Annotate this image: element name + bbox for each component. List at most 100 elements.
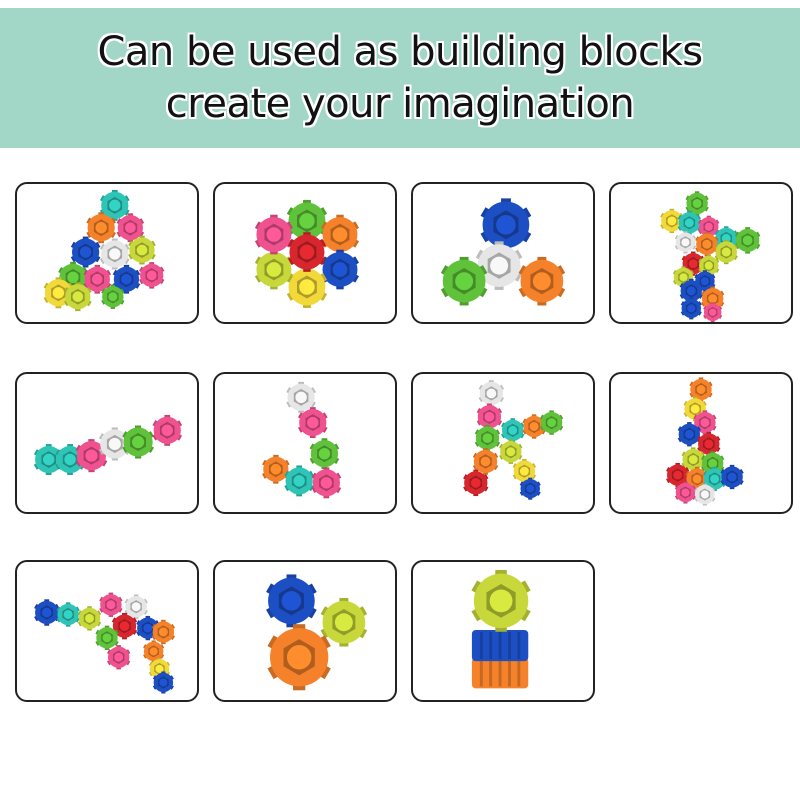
block-piece (677, 422, 701, 447)
flower-arrangement-image (254, 199, 360, 309)
gun-arrangement-image (34, 592, 176, 694)
card-spinner-arrangement (411, 182, 595, 324)
block-piece (262, 454, 290, 484)
block-piece (518, 256, 566, 306)
block-piece (254, 249, 293, 290)
block-piece (519, 477, 541, 500)
spinner-arrangement-image (440, 198, 566, 306)
block-piece (440, 256, 488, 306)
block-piece (677, 210, 701, 236)
stacked-tower-arrangement-image (471, 569, 531, 689)
block-piece (320, 597, 368, 647)
block-piece (124, 594, 148, 619)
block-piece (703, 302, 723, 322)
snake-arrangement-image (33, 414, 183, 475)
block-piece (499, 439, 523, 464)
block-piece (287, 232, 326, 272)
triangle-arrangement-image (43, 189, 165, 312)
block-piece (695, 232, 719, 257)
block-piece (99, 238, 130, 270)
block-piece (267, 624, 331, 691)
card-stacked-tower-arrangement (411, 560, 595, 702)
block-piece (112, 264, 141, 294)
card-tree-arrangement (609, 372, 793, 514)
card-gun-arrangement (15, 560, 199, 702)
block-piece (478, 380, 504, 407)
block-piece (697, 431, 721, 457)
block-piece (471, 630, 529, 662)
block-piece (734, 227, 761, 254)
block-piece (139, 262, 165, 289)
header-banner: Can be used as building blocks create yo… (0, 8, 800, 148)
block-piece (311, 467, 342, 499)
block-piece (471, 657, 529, 689)
block-piece (266, 574, 317, 628)
block-piece (99, 189, 130, 221)
block-piece (34, 599, 60, 626)
block-piece (674, 231, 697, 254)
block-piece (681, 447, 705, 472)
banner-line-1: Can be used as building blocks (97, 29, 703, 75)
block-piece (143, 640, 165, 663)
banner-line-2: create your imagination (165, 81, 635, 127)
block-piece (111, 612, 138, 640)
hook-arrangement-image (262, 381, 342, 499)
block-piece (286, 381, 316, 413)
card-snake-arrangement (15, 372, 199, 514)
block-piece (720, 464, 744, 490)
k-letter-arrangement-image (463, 380, 564, 500)
block-piece (297, 407, 328, 439)
block-piece (99, 592, 123, 617)
figure-arrangement-image (660, 191, 761, 322)
block-piece (674, 481, 696, 504)
block-piece (320, 214, 360, 255)
block-piece (476, 403, 503, 430)
block-piece (151, 619, 176, 645)
block-piece (56, 602, 80, 627)
block-piece (286, 266, 328, 309)
block-piece (694, 483, 716, 506)
block-piece (309, 438, 340, 470)
block-piece (83, 264, 112, 294)
block-piece (122, 425, 154, 459)
block-piece (116, 213, 145, 243)
block-piece (501, 418, 525, 443)
block-piece (685, 191, 709, 216)
card-triangle-arrangement (15, 182, 199, 324)
block-piece (472, 448, 499, 475)
block-piece (64, 282, 92, 312)
block-piece (680, 297, 702, 320)
block-piece (539, 410, 564, 435)
block-piece (471, 569, 531, 632)
block-piece (685, 466, 709, 492)
block-piece (75, 439, 108, 473)
block-piece (254, 214, 293, 255)
block-piece (701, 451, 725, 476)
tree-arrangement-image (666, 377, 744, 506)
block-piece (70, 236, 101, 268)
card-flower-arrangement (213, 182, 397, 324)
block-piece (689, 377, 713, 402)
three-gears-arrangement-image (266, 574, 368, 691)
block-piece (698, 215, 720, 238)
block-piece (474, 424, 501, 452)
card-three-gears-arrangement (213, 560, 397, 702)
card-k-letter-arrangement (411, 372, 595, 514)
block-piece (463, 469, 489, 497)
block-piece (714, 239, 738, 265)
block-piece (107, 645, 131, 670)
card-hook-arrangement (213, 372, 397, 514)
block-piece (152, 414, 183, 446)
block-piece (101, 284, 125, 309)
block-piece (77, 606, 102, 631)
block-piece (86, 212, 117, 244)
block-piece (98, 427, 131, 461)
block-piece (284, 465, 315, 497)
block-piece (128, 235, 156, 265)
block-piece (480, 198, 532, 252)
block-piece (152, 671, 174, 694)
block-piece (522, 414, 546, 439)
card-figure-arrangement (609, 182, 793, 324)
block-piece (95, 625, 119, 650)
